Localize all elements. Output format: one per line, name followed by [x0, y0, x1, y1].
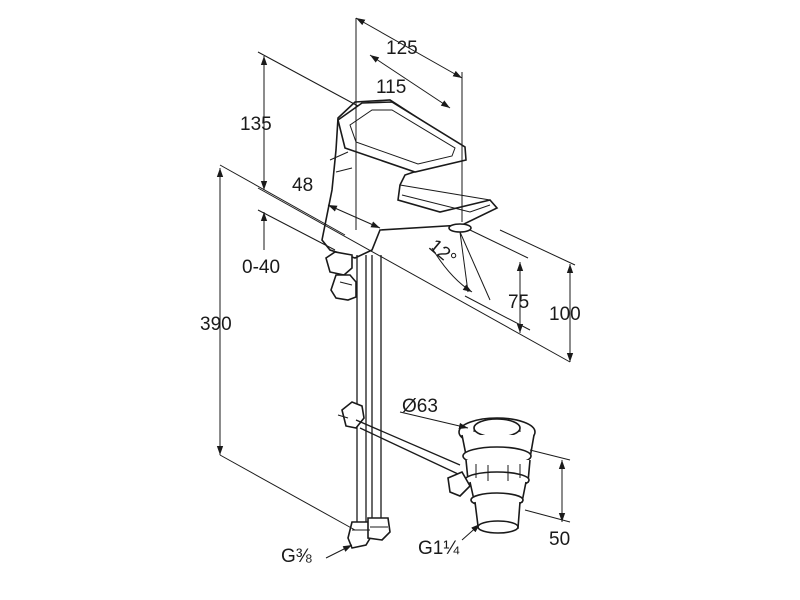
dim-100-label: 100 — [549, 304, 581, 325]
dim-diameter-63-label: Ø63 — [402, 396, 438, 417]
dim-115-label: 115 — [376, 77, 406, 98]
dim-48-label: 48 — [292, 175, 313, 196]
dim-50-label: 50 — [549, 529, 570, 550]
dimension-lines — [216, 17, 576, 559]
pop-up-rod-assembly — [325, 251, 357, 301]
thread-g114-label: G1¼ — [418, 538, 460, 559]
dim-135-label: 135 — [240, 114, 272, 135]
thread-g38-label: G⅜ — [281, 546, 312, 567]
lift-rod — [337, 401, 461, 475]
dim-75-label: 75 — [508, 292, 529, 313]
dim-12-deg-label: 12° — [425, 235, 461, 270]
waste-valve — [447, 417, 536, 534]
faucet-body — [321, 99, 499, 259]
dim-0-40-label: 0-40 — [242, 257, 280, 278]
dim-125-label: 125 — [386, 38, 418, 59]
dim-390-label: 390 — [200, 314, 232, 335]
supply-hoses — [347, 255, 391, 549]
